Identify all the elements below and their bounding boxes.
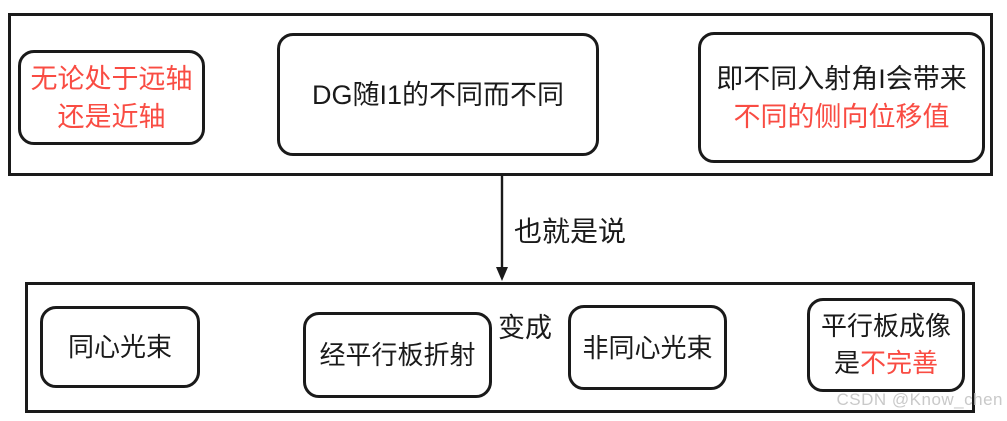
node-plate-imaging: 平行板成像 是不完善 — [807, 298, 965, 392]
csdn-watermark: CSDN @Know_chen — [836, 390, 1003, 409]
node-concentric-beam: 同心光束 — [40, 306, 200, 388]
node-conclusion: 即不同入射角I会带来 不同的侧向位移值 — [698, 32, 985, 163]
plate-imaging-line2-highlight: 不完善 — [860, 348, 939, 378]
plate-imaging-line2: 是不完善 — [834, 345, 938, 382]
node-nonconcentric-beam: 非同心光束 — [568, 305, 727, 390]
conclusion-line2: 不同的侧向位移值 — [733, 101, 950, 132]
node-dg-varies: DG随I1的不同而不同 — [277, 33, 599, 156]
concentric-beam-text: 同心光束 — [67, 332, 172, 362]
becomes-label: 变成 — [498, 313, 552, 343]
conclusion-line1: 即不同入射角I会带来 — [716, 63, 967, 94]
plate-imaging-line1: 平行板成像 — [820, 311, 951, 341]
dg-varies-text: DG随I1的不同而不同 — [311, 79, 565, 110]
plate-refraction-text: 经平行板折射 — [319, 340, 476, 370]
node-plate-refraction: 经平行板折射 — [303, 312, 492, 398]
arrow-top-to-bottom — [496, 176, 508, 281]
node-premise: 无论处于远轴 还是近轴 — [18, 50, 205, 145]
connector-label: 也就是说 — [514, 216, 627, 247]
premise-line2: 还是近轴 — [57, 101, 166, 132]
premise-line1: 无论处于远轴 — [30, 63, 193, 94]
plate-imaging-line2-prefix: 是 — [833, 348, 860, 378]
nonconcentric-beam-text: 非同心光束 — [582, 332, 713, 363]
